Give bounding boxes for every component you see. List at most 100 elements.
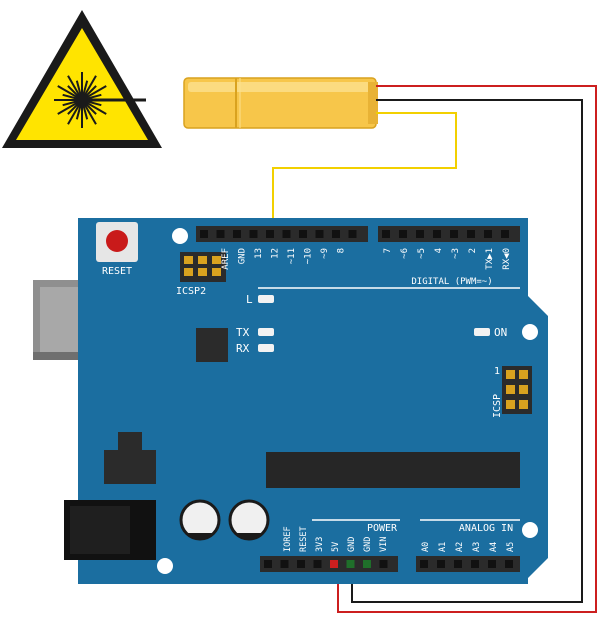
header-socket — [433, 230, 441, 238]
icsp-label: ICSP — [492, 394, 503, 418]
power-pin-label: IOREF — [283, 526, 293, 552]
usb-chip — [196, 328, 228, 362]
header-socket — [379, 560, 388, 568]
digital-pin-label: ~3 — [451, 248, 461, 259]
digital-pin-label: ~10 — [304, 248, 314, 264]
header-pin — [184, 268, 193, 276]
digital-pin-label: AREF — [221, 248, 231, 270]
led-l-label: L — [246, 293, 253, 306]
header-pin — [519, 370, 528, 379]
icsp-pin1-label: 1 — [494, 366, 500, 377]
header-socket — [266, 230, 274, 238]
header-socket — [216, 230, 225, 238]
power-pin-label: 5V — [331, 542, 341, 552]
header-socket — [420, 560, 428, 568]
header-socket — [200, 230, 208, 238]
power-label: POWER — [367, 523, 398, 534]
reset-button[interactable] — [96, 222, 138, 262]
reset-button-cap[interactable] — [106, 230, 128, 252]
header-socket — [297, 560, 305, 568]
header-socket — [299, 230, 307, 238]
header-socket — [363, 560, 371, 568]
header-socket — [330, 560, 338, 568]
led-rx-label: RX — [236, 342, 250, 355]
header-socket — [399, 230, 407, 238]
wire-gnd — [351, 99, 583, 603]
laser-warning-sign — [2, 10, 162, 148]
capacitor-stripe — [186, 533, 214, 540]
analog-label: ANALOG IN — [459, 523, 513, 534]
header-socket — [416, 230, 424, 238]
analog-header — [416, 556, 520, 572]
analog-pin-label: A2 — [455, 542, 465, 552]
led-rx — [258, 344, 274, 352]
analog-pin-label: A4 — [489, 542, 499, 552]
microcontroller-chip — [266, 452, 520, 488]
capacitor — [228, 499, 270, 541]
header-socket — [282, 230, 291, 238]
mounting-hole — [522, 324, 538, 340]
header-socket — [233, 230, 241, 238]
header-socket — [382, 230, 390, 238]
header-pin — [212, 268, 221, 276]
header-pin — [506, 400, 515, 409]
header-pin — [198, 256, 207, 264]
digital-pin-label: 2 — [468, 248, 478, 253]
led-tx — [258, 328, 274, 336]
digital-pin-label: RX◀0 — [502, 248, 512, 270]
reset-label: RESET — [102, 266, 132, 277]
header-socket — [264, 560, 272, 568]
capacitor — [179, 499, 221, 541]
wire-vcc — [337, 85, 597, 613]
icsp2-label: ICSP2 — [176, 286, 206, 297]
header-socket — [437, 560, 445, 568]
wire-signal — [272, 112, 457, 240]
digital-pin-label: GND — [238, 248, 248, 264]
header-socket — [467, 230, 475, 238]
analog-pin-label: A5 — [506, 542, 516, 552]
power-pin-label: GND — [347, 537, 357, 552]
digital-pin-label: ~6 — [400, 248, 410, 259]
header-pin — [506, 370, 515, 379]
digital-pin-label: ~11 — [287, 248, 297, 264]
header-socket — [471, 560, 479, 568]
header-pin — [519, 400, 528, 409]
digital-pin-label: 8 — [337, 248, 347, 253]
capacitor-stripe — [235, 533, 263, 540]
mounting-hole — [522, 522, 538, 538]
analog-pin-label: A0 — [421, 542, 431, 552]
header-pin — [198, 268, 207, 276]
header-socket — [249, 230, 258, 238]
arduino-board — [78, 218, 548, 584]
header-socket — [488, 560, 496, 568]
mounting-hole — [172, 228, 188, 244]
digital-pin-label: 4 — [434, 248, 444, 253]
power-pin-label: GND — [363, 537, 373, 552]
digital-label: DIGITAL (PWM=~) — [411, 277, 492, 287]
led-tx-label: TX — [236, 326, 250, 339]
digital-pin-label: 13 — [254, 248, 264, 259]
laser-hazard-icon — [54, 72, 146, 128]
icsp-header — [502, 366, 532, 414]
header-socket — [315, 230, 324, 238]
led-on — [474, 328, 490, 336]
voltage-regulator — [104, 432, 156, 484]
led-l — [258, 295, 274, 303]
header-pin — [184, 256, 193, 264]
power-pin-label: VIN — [379, 537, 389, 552]
header-socket — [484, 230, 492, 238]
header-pin — [212, 256, 221, 264]
header-socket — [346, 560, 355, 568]
dc-power-jack — [64, 500, 156, 560]
wires — [272, 85, 597, 613]
laser-lens-highlight — [188, 82, 372, 92]
header-socket — [280, 560, 289, 568]
digital-pin-label: 7 — [383, 248, 393, 253]
header-socket — [454, 560, 462, 568]
digital-pin-label: ~5 — [417, 248, 427, 259]
header-socket — [332, 230, 340, 238]
power-pin-label: 3V3 — [315, 537, 325, 552]
laser-module — [183, 77, 378, 129]
icsp2-header — [180, 252, 226, 282]
